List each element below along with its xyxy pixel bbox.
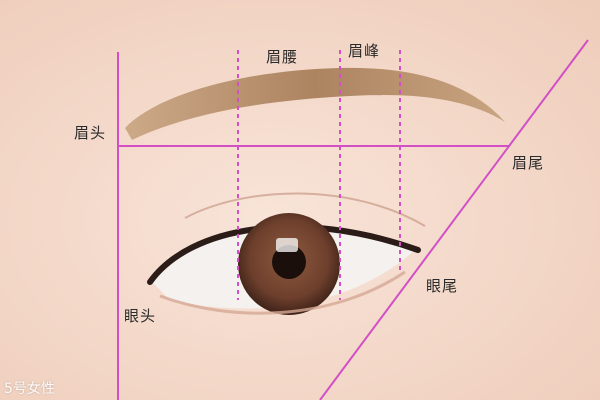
brow-tail-label: 眉尾	[512, 154, 545, 172]
eyebrow	[125, 67, 505, 140]
eye-tail-label: 眼尾	[426, 277, 459, 295]
lower-lid	[159, 270, 406, 315]
eye-head-label: 眼头	[124, 307, 157, 325]
pupil	[272, 245, 306, 279]
brow-peak-label: 眉峰	[348, 42, 381, 60]
eye-tail-diagonal-line	[319, 39, 589, 400]
brow-head-label: 眉头	[74, 124, 107, 142]
guide-lines	[117, 39, 589, 400]
brow-waist-label: 眉腰	[266, 48, 299, 66]
iris-highlight	[276, 238, 298, 252]
watermark: 5号女性	[4, 381, 55, 397]
eye-crease	[184, 192, 426, 227]
